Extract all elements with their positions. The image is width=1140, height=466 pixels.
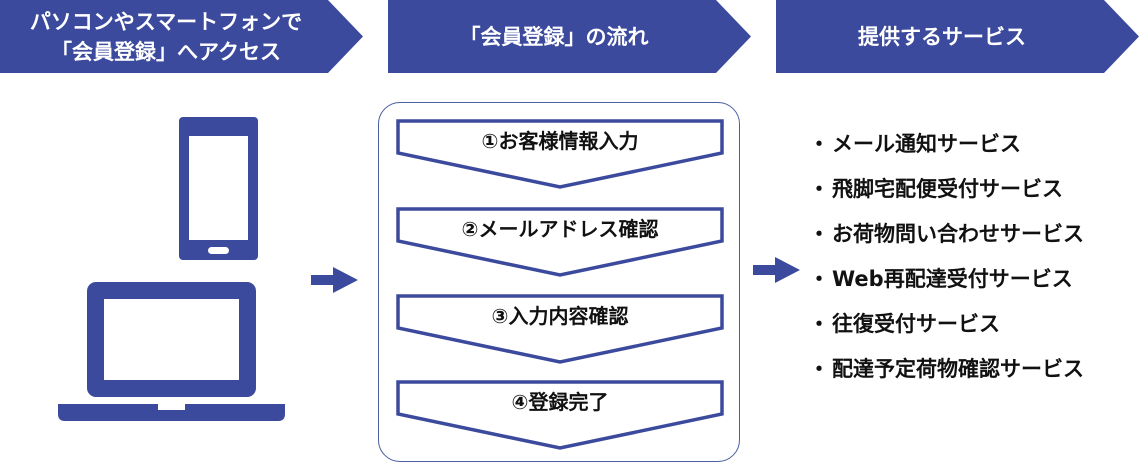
devices-illustration <box>58 117 285 421</box>
service-label: 飛脚宅配便受付サービス <box>832 177 1063 201</box>
smartphone-icon <box>179 117 258 260</box>
banner-flow-label: 「会員登録」の流れ <box>388 0 720 73</box>
banner-arrow-shape <box>388 0 751 73</box>
service-label: 配達予定荷物確認サービス <box>832 357 1084 381</box>
banner-flow: 「会員登録」の流れ <box>388 0 752 73</box>
banner-arrow-shape <box>776 0 1139 73</box>
service-label: お荷物問い合わせサービス <box>832 222 1084 246</box>
service-item: ・メール通知サービス <box>806 126 1084 171</box>
flow-step-label: ②メールアドレス確認 <box>461 217 659 241</box>
service-item: ・飛脚宅配便受付サービス <box>806 171 1084 216</box>
arrow-right-icon <box>753 257 800 283</box>
service-item: ・Web再配達受付サービス <box>806 261 1084 306</box>
banner-services-line-1: 提供するサービス <box>858 24 1026 49</box>
banner-access-line-1: パソコンやスマートフォンで <box>29 9 303 34</box>
flow-step-label: ③入力内容確認 <box>491 304 629 328</box>
chevron-down-shape <box>396 380 724 450</box>
services-list: ・メール通知サービス ・飛脚宅配便受付サービス ・お荷物問い合わせサービス ・W… <box>806 126 1085 396</box>
service-label: Web再配達受付サービス <box>832 267 1073 291</box>
flow-step: ③入力内容確認 <box>396 294 724 368</box>
flow-step-label: ④登録完了 <box>511 390 609 414</box>
banner-flow-line-1: 「会員登録」の流れ <box>459 24 649 49</box>
registration-flow-box <box>378 102 740 462</box>
flow-step: ①お客様情報入力 <box>396 119 724 193</box>
banner-access-line-2: 「会員登録」へアクセス <box>51 39 281 64</box>
bullet: ・ <box>808 357 830 381</box>
chevron-down-shape <box>396 294 724 364</box>
arrow-right-icon <box>311 267 358 293</box>
banner-arrow-shape <box>0 0 363 73</box>
bullet: ・ <box>808 222 830 246</box>
chevron-down-shape <box>396 119 724 189</box>
bullet: ・ <box>808 312 830 336</box>
bullet: ・ <box>808 132 830 156</box>
laptop-icon <box>58 282 285 421</box>
banner-services-label: 提供するサービス <box>776 0 1108 73</box>
banner-access: パソコンやスマートフォンで 「会員登録」へアクセス <box>0 0 364 73</box>
banner-access-label: パソコンやスマートフォンで 「会員登録」へアクセス <box>0 0 332 73</box>
service-item: ・往復受付サービス <box>806 306 1084 351</box>
banner-services: 提供するサービス <box>776 0 1140 73</box>
flow-step: ④登録完了 <box>396 380 724 454</box>
chevron-down-shape <box>396 207 724 277</box>
flow-step: ②メールアドレス確認 <box>396 207 724 281</box>
service-label: メール通知サービス <box>832 132 1021 156</box>
service-label: 往復受付サービス <box>832 312 1000 336</box>
service-item: ・お荷物問い合わせサービス <box>806 216 1085 261</box>
flow-step-label: ①お客様情報入力 <box>481 129 639 153</box>
service-item: ・配達予定荷物確認サービス <box>806 351 1085 396</box>
bullet: ・ <box>808 267 830 291</box>
bullet: ・ <box>808 177 830 201</box>
